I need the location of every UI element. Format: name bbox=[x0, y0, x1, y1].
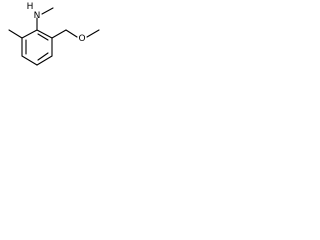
amine-hydrogen-label: H bbox=[27, 2, 34, 12]
chemical-structure: H N O bbox=[8, 2, 100, 66]
bond-nitrogen-to-methyl bbox=[41, 7, 54, 15]
bond-ch2-to-oxygen bbox=[65, 29, 78, 38]
amine-nitrogen-label: N bbox=[34, 11, 41, 21]
benzene-ring bbox=[21, 29, 53, 66]
ring-bond-c6-c1 bbox=[21, 29, 38, 39]
ring-double-bond-inner-2 bbox=[37, 52, 49, 61]
ring-bond-c3-c4 bbox=[36, 55, 53, 66]
ring-bond-c4-c5 bbox=[21, 55, 38, 66]
bond-ring-to-ch2 bbox=[51, 29, 67, 39]
ring-bond-c1-c2 bbox=[36, 29, 53, 39]
ether-oxygen-label: O bbox=[78, 34, 85, 44]
ring-double-bond-inner-1 bbox=[37, 33, 49, 41]
bond-oxygen-to-methyl bbox=[86, 29, 100, 38]
bond-ring-to-methyl bbox=[8, 29, 23, 39]
